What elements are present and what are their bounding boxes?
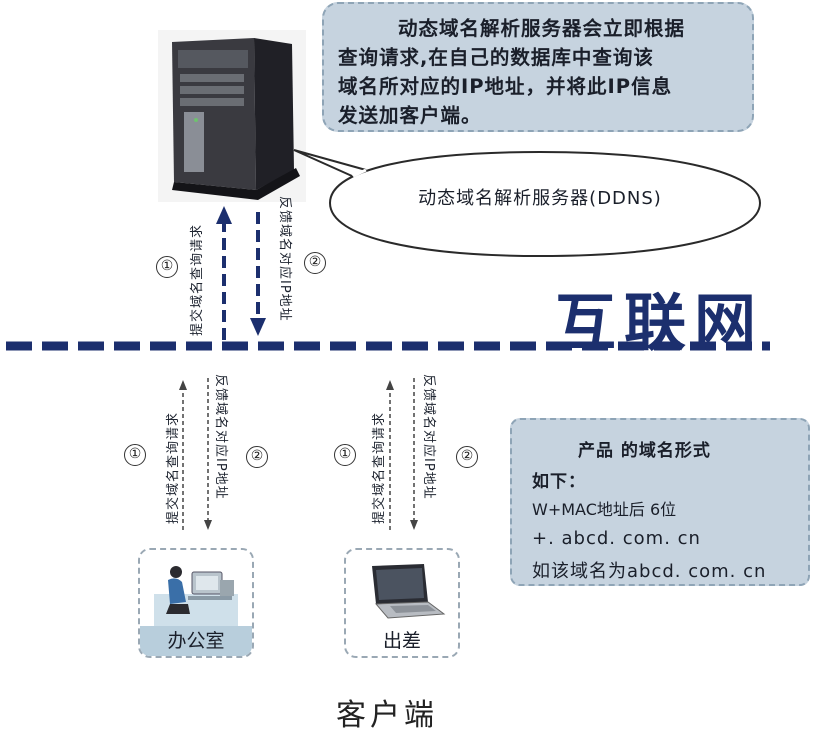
product-box: 产品 的域名形式 如下： W+MAC地址后 6位 +. abcd. com. c… xyxy=(510,418,810,586)
info-line-4: 发送加客户端。 xyxy=(338,104,482,127)
client-travel-label: 出差 xyxy=(382,630,421,652)
product-line-2: 如下： xyxy=(532,472,586,492)
client-office-label: 办公室 xyxy=(140,626,252,656)
product-line-4: +. abcd. com. cn xyxy=(532,528,701,549)
travel-return-label: 反馈域名对应IP地址 xyxy=(421,374,436,500)
travel-submit-label: 提交域名查询请求 xyxy=(372,411,387,524)
step-two-office: ② xyxy=(246,446,268,468)
speech-bubble xyxy=(293,149,762,258)
ddns-label: 动态域名解析服务器(DDNS) xyxy=(418,188,662,209)
arrow-up-icon xyxy=(216,206,232,340)
info-line-3: 域名所对应的IP地址，并将此IP信息 xyxy=(338,75,673,98)
product-line-3: W+MAC地址后 6位 xyxy=(532,500,677,519)
step-one-travel: ① xyxy=(334,444,356,466)
internet-title: 互联网 xyxy=(554,286,765,359)
arrow-down-icon xyxy=(250,212,266,336)
clients-title: 客户端 xyxy=(336,698,438,733)
upper-submit-label: 提交域名查询请求 xyxy=(190,223,205,336)
upper-return-label: 反馈域名对应IP地址 xyxy=(277,196,292,322)
product-line-5: 如该域名为abcd. com. cn xyxy=(532,561,767,582)
info-box: 动态域名解析服务器会立即根据 查询请求,在自己的数据库中查询该 域名所对应的IP… xyxy=(322,2,754,132)
step-one-upper: ① xyxy=(156,256,178,278)
product-line-1: 产品 的域名形式 xyxy=(578,441,711,461)
step-one-office: ① xyxy=(124,444,146,466)
laptop-icon xyxy=(372,564,446,619)
server-icon xyxy=(158,30,306,202)
step-two-travel: ② xyxy=(456,446,478,468)
office-worker-icon xyxy=(140,550,252,628)
info-line-1: 动态域名解析服务器会立即根据 xyxy=(398,17,686,40)
info-line-2: 查询请求,在自己的数据库中查询该 xyxy=(338,46,654,69)
step-two-upper: ② xyxy=(304,252,326,274)
office-submit-label: 提交域名查询请求 xyxy=(166,411,181,524)
client-office-card: 办公室 xyxy=(138,548,254,658)
office-return-label: 反馈域名对应IP地址 xyxy=(213,374,228,500)
client-travel-card: 出差 xyxy=(344,548,460,658)
